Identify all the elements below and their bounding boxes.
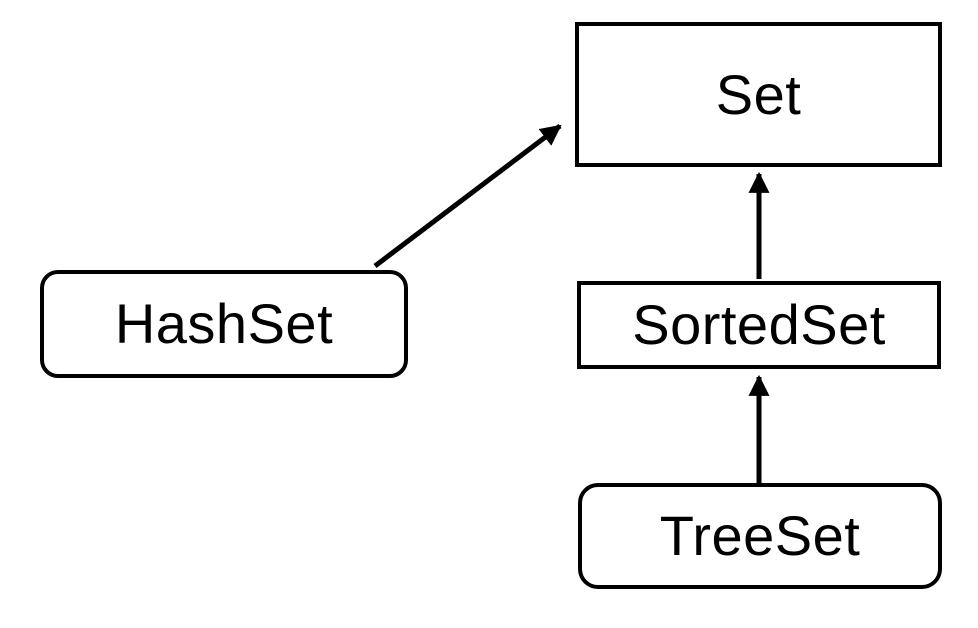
node-treeset-label: TreeSet [659,504,861,567]
node-hashset-label: HashSet [114,292,334,355]
node-set-label: Set [715,62,802,126]
node-hashset: HashSet [40,270,408,378]
node-treeset: TreeSet [578,483,942,589]
node-set: Set [575,22,942,167]
edge-hashset-to-set [373,124,562,268]
node-sortedset-label: SortedSet [632,293,886,356]
node-sortedset: SortedSet [577,281,941,369]
